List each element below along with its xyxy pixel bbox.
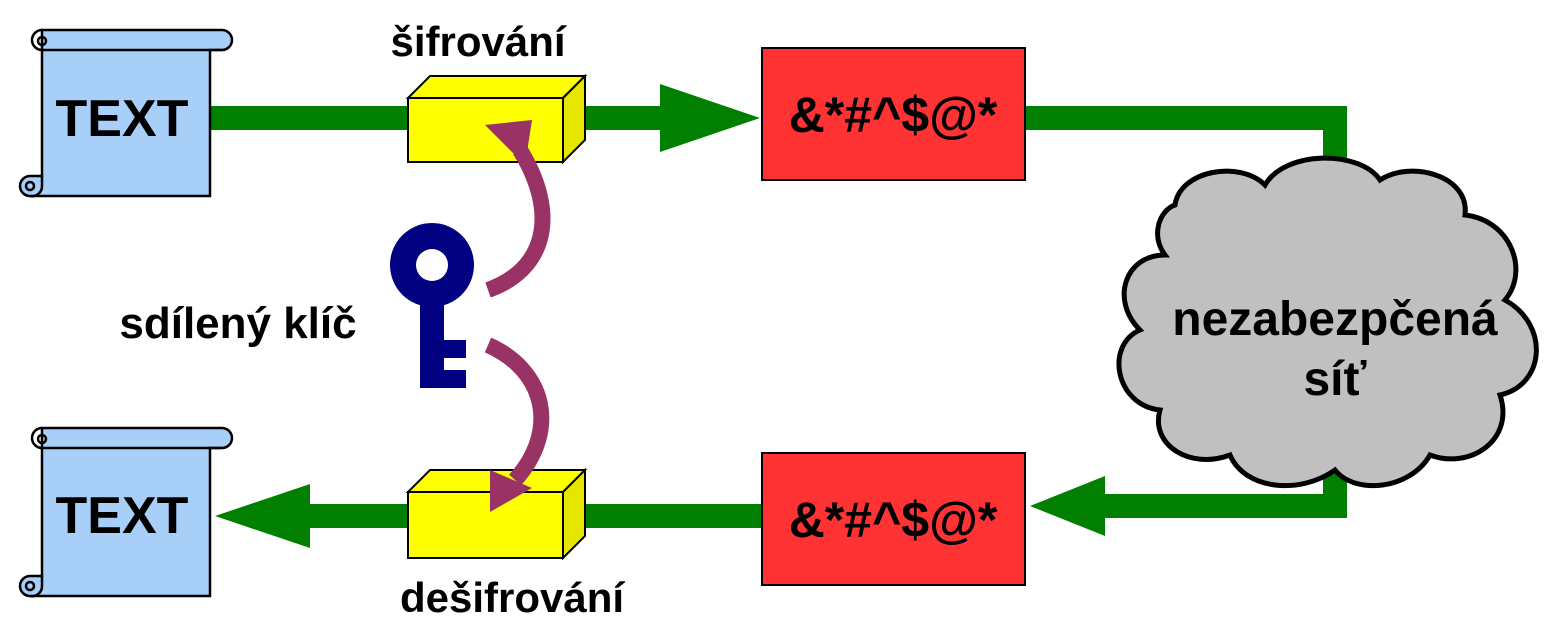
shared-key: sdílený klíč (119, 120, 551, 512)
key-arrow-up-head-icon (485, 120, 532, 165)
encryption-box-top (405, 75, 588, 99)
decryption-label: dešifrování (400, 574, 625, 620)
plaintext-bottom: TEXT (18, 426, 234, 598)
decryption-box (405, 467, 588, 561)
key-arrow-down (484, 337, 550, 486)
key-icon (390, 223, 474, 388)
network-label-line2: síť (1303, 353, 1366, 406)
ciphertext-bottom-label: &*#^$@* (789, 492, 998, 548)
ciphertext-top: &*#^$@* (761, 47, 1026, 181)
plaintext-top: TEXT (18, 28, 234, 198)
scroll-icon (18, 28, 234, 198)
key-arrow-up (485, 145, 551, 298)
plaintext-top-label: TEXT (56, 90, 189, 148)
arrow-left-cipher-icon (1030, 476, 1105, 536)
plaintext-bottom-label: TEXT (56, 487, 189, 545)
network-label-line1: nezabezpčená (1172, 293, 1498, 346)
shared-key-label: sdílený klíč (119, 299, 356, 348)
arrow-left-text-icon (215, 484, 310, 548)
encryption-box (405, 73, 588, 165)
decryption-box-front (407, 491, 564, 559)
flow-lines (205, 106, 1347, 528)
arrow-right-icon (660, 84, 760, 152)
network: nezabezpčená síť (1116, 155, 1539, 489)
ciphertext-bottom: &*#^$@* (761, 452, 1026, 586)
encryption-label: šifrování (390, 18, 566, 65)
ciphertext-top-label: &*#^$@* (789, 87, 998, 143)
flow-line-network-return (1100, 460, 1347, 518)
ciphertext-top-box (761, 47, 1026, 181)
key-arrow-down-head-icon (490, 470, 532, 512)
encryption-box-front (407, 97, 564, 163)
ciphertext-bottom-box (761, 452, 1026, 586)
scroll-icon (18, 426, 234, 598)
cloud-icon (1116, 155, 1539, 489)
